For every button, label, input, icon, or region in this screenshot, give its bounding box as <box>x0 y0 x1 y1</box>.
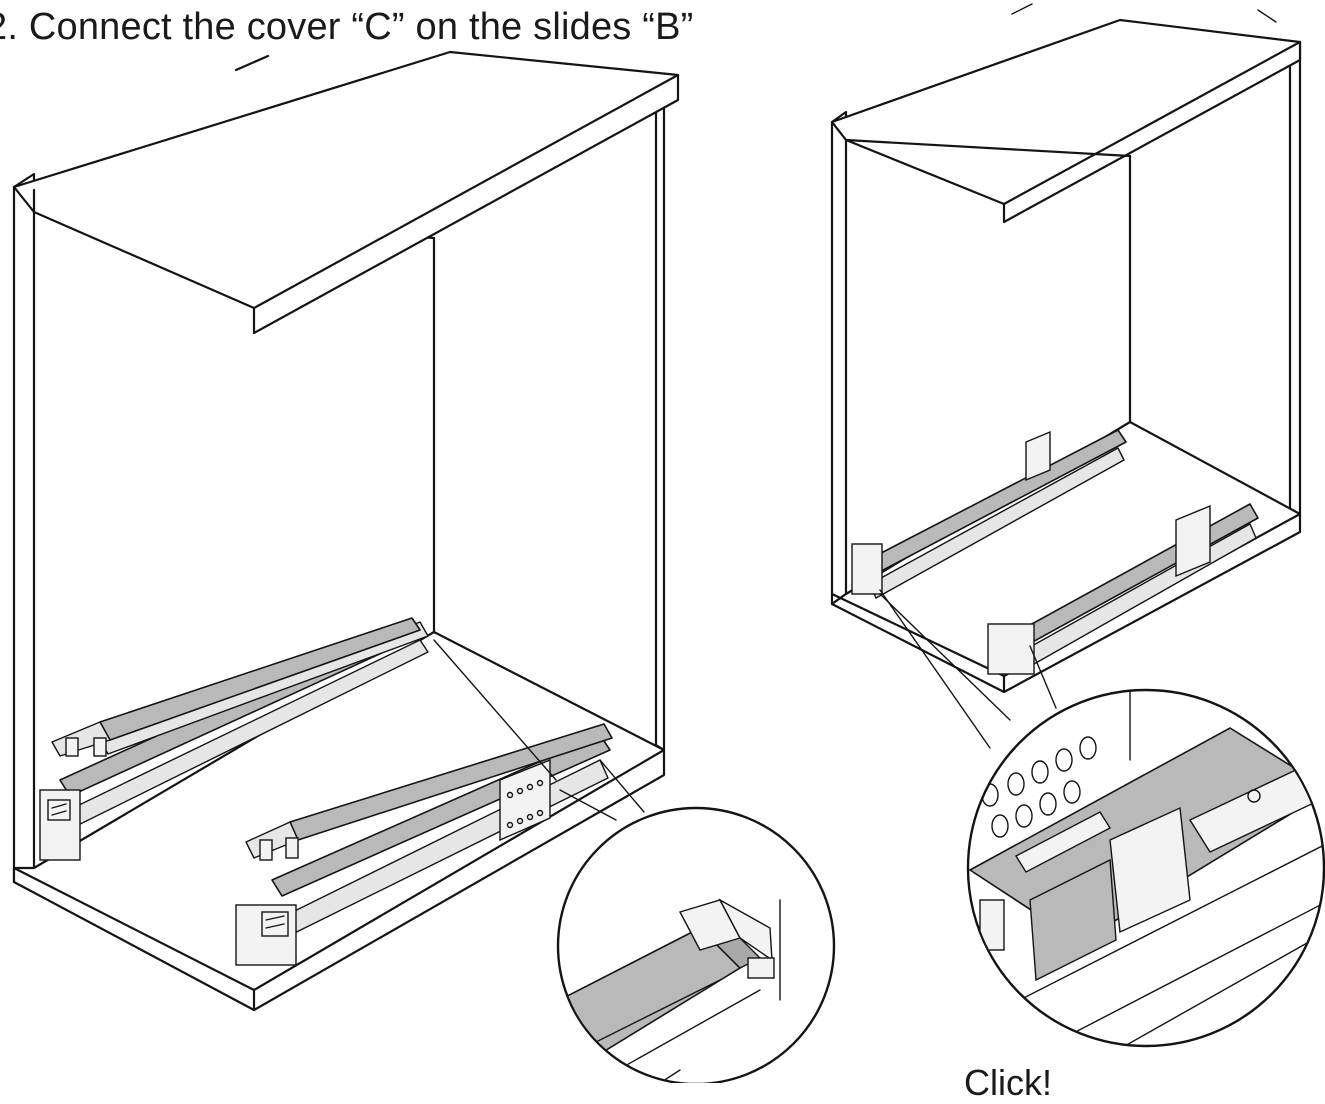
right-cover-c <box>245 723 613 861</box>
right-cabinet-right-edge <box>1288 40 1302 522</box>
right-cabinet-side-edge <box>830 110 848 606</box>
right-front-slide <box>235 734 611 966</box>
step-instruction-text: 2. Connect the cover “C” on the slides “… <box>0 6 694 48</box>
mounting-plate <box>499 758 551 842</box>
left-cabinet-right-edge <box>654 101 666 752</box>
right-cabinet-floor <box>830 420 1302 694</box>
right-detail-zoom <box>966 688 1325 1048</box>
left-detail-zoom <box>556 806 836 1083</box>
right-cabinet-top-panel <box>830 18 1302 224</box>
right-cabinet <box>830 3 1302 749</box>
right-cabinet-rear-slide <box>851 429 1127 599</box>
left-cabinet-top-panel <box>12 50 680 335</box>
left-cover-c <box>51 617 421 757</box>
right-cabinet-front-slide <box>987 503 1259 675</box>
left-cabinet-side-edge <box>12 172 36 884</box>
left-cabinet <box>12 50 680 1012</box>
click-callout-text: Click! <box>964 1062 1052 1103</box>
mounting-holes <box>981 736 1097 838</box>
